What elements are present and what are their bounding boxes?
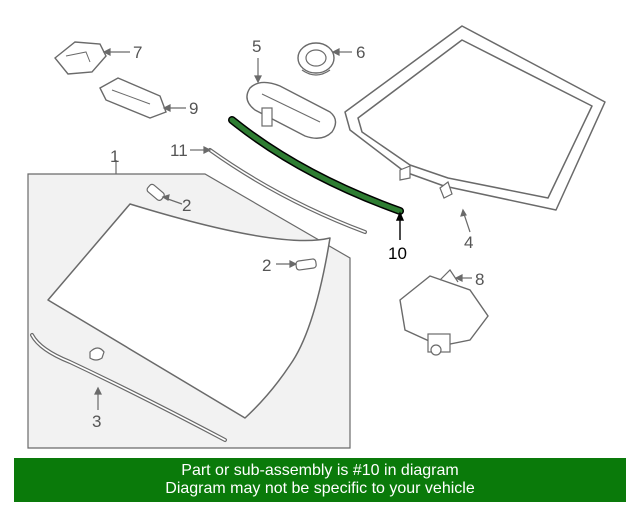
banner-line-1: Part or sub-assembly is #10 in diagram xyxy=(181,462,459,479)
part-4-weatherstrip[interactable] xyxy=(344,25,606,211)
leader-line-10 xyxy=(395,211,405,240)
part-8-motor-assembly[interactable] xyxy=(399,269,489,356)
part-6-sensor[interactable] xyxy=(297,42,335,76)
leader-lines xyxy=(94,48,472,410)
info-banner: Part or sub-assembly is #10 in diagram D… xyxy=(14,458,626,502)
windshield-glass[interactable] xyxy=(47,203,331,419)
part-3-clip xyxy=(89,347,105,361)
callout-2-lower: 2 xyxy=(262,256,271,275)
callout-5: 5 xyxy=(252,37,261,56)
banner-line-2: Diagram may not be specific to your vehi… xyxy=(165,480,475,497)
callout-4: 4 xyxy=(464,233,473,252)
part-7-bracket[interactable] xyxy=(54,41,107,75)
callout-8: 8 xyxy=(475,270,484,289)
callout-10: 10 xyxy=(388,244,407,263)
part-2-pad-upper[interactable] xyxy=(146,183,166,201)
callout-7: 7 xyxy=(133,43,142,62)
part-5-rearview-mirror[interactable] xyxy=(246,81,337,139)
callout-9: 9 xyxy=(189,99,198,118)
callout-6: 6 xyxy=(356,43,365,62)
callout-11: 11 xyxy=(170,141,188,160)
callout-2-upper: 2 xyxy=(182,196,191,215)
callout-3: 3 xyxy=(92,412,101,431)
parts-diagram: 1 2 2 3 4 5 6 7 8 9 10 11 xyxy=(27,25,606,449)
callout-1: 1 xyxy=(110,147,119,166)
part-2-pad-lower[interactable] xyxy=(295,258,317,271)
